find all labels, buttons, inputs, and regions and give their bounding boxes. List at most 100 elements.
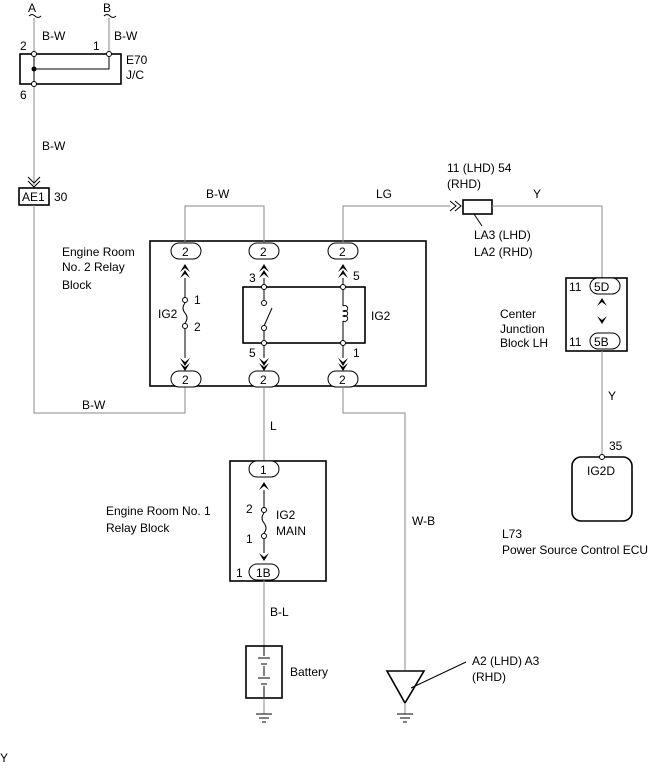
ground-icon bbox=[256, 713, 272, 723]
wire-label-l: L bbox=[270, 419, 277, 433]
chevron-up-icon bbox=[259, 270, 269, 278]
switch-icon bbox=[263, 307, 273, 327]
jc-terminal-1 bbox=[106, 51, 112, 57]
jc-pin-2: 2 bbox=[20, 39, 27, 53]
relay-ig2 bbox=[242, 286, 366, 344]
ground-icon bbox=[397, 713, 413, 723]
chevron-up-icon bbox=[259, 264, 269, 272]
connector-la3 bbox=[462, 199, 493, 215]
relay2-bottom-pin-right-num: 2 bbox=[339, 373, 346, 387]
chevron-down-icon bbox=[259, 553, 269, 561]
input-b-label: B bbox=[103, 1, 111, 15]
chevron-up-icon bbox=[259, 482, 269, 490]
relay1-fuse-pin-2: 2 bbox=[246, 502, 253, 516]
relay-terminal-1 bbox=[340, 340, 346, 346]
chevron-down-icon bbox=[259, 363, 269, 371]
wire-break-a bbox=[28, 14, 42, 18]
jc-pin-1: 1 bbox=[93, 39, 100, 53]
la3-label-line1: LA3 (LHD) bbox=[474, 228, 531, 242]
wire-label-bw-a: B-W bbox=[42, 29, 66, 43]
la3-label-line2: LA2 (RHD) bbox=[474, 245, 533, 259]
relay1-pin-1b-label: 1B bbox=[256, 566, 271, 580]
coil-icon bbox=[342, 305, 349, 322]
jc-name: E70 bbox=[126, 53, 148, 67]
cjb-title-line2: Junction bbox=[500, 322, 545, 336]
relay2-bottom-pin-left-num: 2 bbox=[182, 373, 189, 387]
wire-break-b bbox=[103, 14, 117, 18]
battery-label: Battery bbox=[290, 665, 328, 679]
relay-switch-contact-bottom bbox=[261, 325, 267, 331]
relay2-relay-pin-1: 1 bbox=[353, 346, 360, 360]
cjb-pin-5d-num: 11 bbox=[569, 280, 582, 294]
chevron-up-icon bbox=[180, 270, 190, 278]
wire-label-bl: B-L bbox=[270, 605, 289, 619]
wire-label-wb: W-B bbox=[412, 514, 435, 528]
relay2-fuse-pin-1: 1 bbox=[194, 293, 201, 307]
relay1-fuse-terminal-2 bbox=[261, 507, 267, 513]
relay1-pin-1-num: 1 bbox=[260, 463, 267, 477]
relay1-pin-1 bbox=[248, 460, 280, 478]
cjb-title-line3: Block LH bbox=[500, 336, 548, 350]
relay-switch-contact-top bbox=[261, 300, 267, 306]
ecu-code: L73 bbox=[502, 527, 522, 541]
cjb-pin-5d-label: 5D bbox=[594, 280, 610, 294]
relay2-relay-label: IG2 bbox=[371, 309, 391, 323]
la3-top-line1: 11 (LHD) 54 bbox=[447, 161, 512, 175]
jc-sub: J/C bbox=[126, 68, 144, 82]
ground-label-line2: (RHD) bbox=[472, 670, 506, 684]
relay2-fuse-label: IG2 bbox=[158, 307, 178, 321]
ground-point-icon bbox=[385, 670, 426, 705]
ground-leader bbox=[410, 661, 467, 689]
relay2-title-line3: Block bbox=[62, 278, 92, 292]
relay2-fuse-terminal-1 bbox=[182, 297, 188, 303]
cjb-pin-5d bbox=[589, 277, 621, 295]
relay-block-1 bbox=[229, 460, 327, 582]
wire-label-bw-b: B-W bbox=[114, 29, 138, 43]
relay1-pin-1b-num: 1 bbox=[236, 566, 243, 580]
wire-y-top bbox=[492, 205, 603, 278]
relay1-fuse-label-line2: MAIN bbox=[276, 524, 306, 538]
relay2-fuse-pin-2: 2 bbox=[194, 320, 201, 334]
relay2-top-pin-mid-num: 2 bbox=[260, 245, 267, 259]
wire-label-bw-bottom: B-W bbox=[82, 398, 106, 412]
ecu-pin-label: IG2D bbox=[587, 464, 615, 478]
relay2-top-pin-left-num: 2 bbox=[182, 245, 189, 259]
cjb-pin-5b-label: 5B bbox=[594, 335, 609, 349]
cjb-title-line1: Center bbox=[500, 307, 536, 321]
wire-label-lg: LG bbox=[376, 187, 392, 201]
relay2-title-line2: No. 2 Relay bbox=[62, 260, 125, 274]
cjb-pin-5b bbox=[589, 332, 621, 350]
fuse-icon bbox=[261, 512, 267, 534]
chevron-down-icon bbox=[180, 358, 190, 366]
wire-bw-ae1-relay2 bbox=[33, 205, 186, 414]
relay1-title-line2: Relay Block bbox=[106, 521, 170, 535]
jc-terminal-2 bbox=[31, 51, 37, 57]
connector-ae1-pin: 30 bbox=[54, 190, 68, 204]
relay2-top-pin-right-num: 2 bbox=[339, 245, 346, 259]
jc-pin-6: 6 bbox=[20, 88, 27, 102]
wire-label-y-top: Y bbox=[533, 187, 541, 201]
junction-connector-e70 bbox=[19, 53, 122, 85]
chevron-up-icon bbox=[597, 298, 607, 306]
relay1-title-line1: Engine Room No. 1 bbox=[106, 504, 211, 518]
relay2-top-pin-left bbox=[170, 242, 202, 260]
connector-ae1-label: AE1 bbox=[22, 190, 45, 204]
input-a-label: A bbox=[28, 1, 36, 15]
chevron-down-icon bbox=[338, 358, 348, 366]
ground-label-line1: A2 (LHD) A3 bbox=[472, 654, 540, 668]
jc-internal-bus bbox=[34, 54, 110, 70]
wire-label-bw-relay2: B-W bbox=[206, 187, 230, 201]
la3-top-line2: (RHD) bbox=[447, 177, 481, 191]
jc-terminal-6 bbox=[31, 81, 37, 87]
wire-label-y-right: Y bbox=[608, 389, 616, 403]
chevron-down-icon bbox=[180, 363, 190, 371]
ecu-name: Power Source Control ECU bbox=[502, 543, 648, 557]
wire-bw-relay2-top bbox=[184, 205, 265, 243]
ae1-connector-chevron bbox=[27, 176, 41, 188]
ecu-pin-num: 35 bbox=[609, 439, 623, 453]
relay-terminal-5-bottom bbox=[261, 340, 267, 346]
wire-label-bw-mid: B-W bbox=[42, 139, 66, 153]
ecu-terminal-35 bbox=[599, 454, 605, 460]
